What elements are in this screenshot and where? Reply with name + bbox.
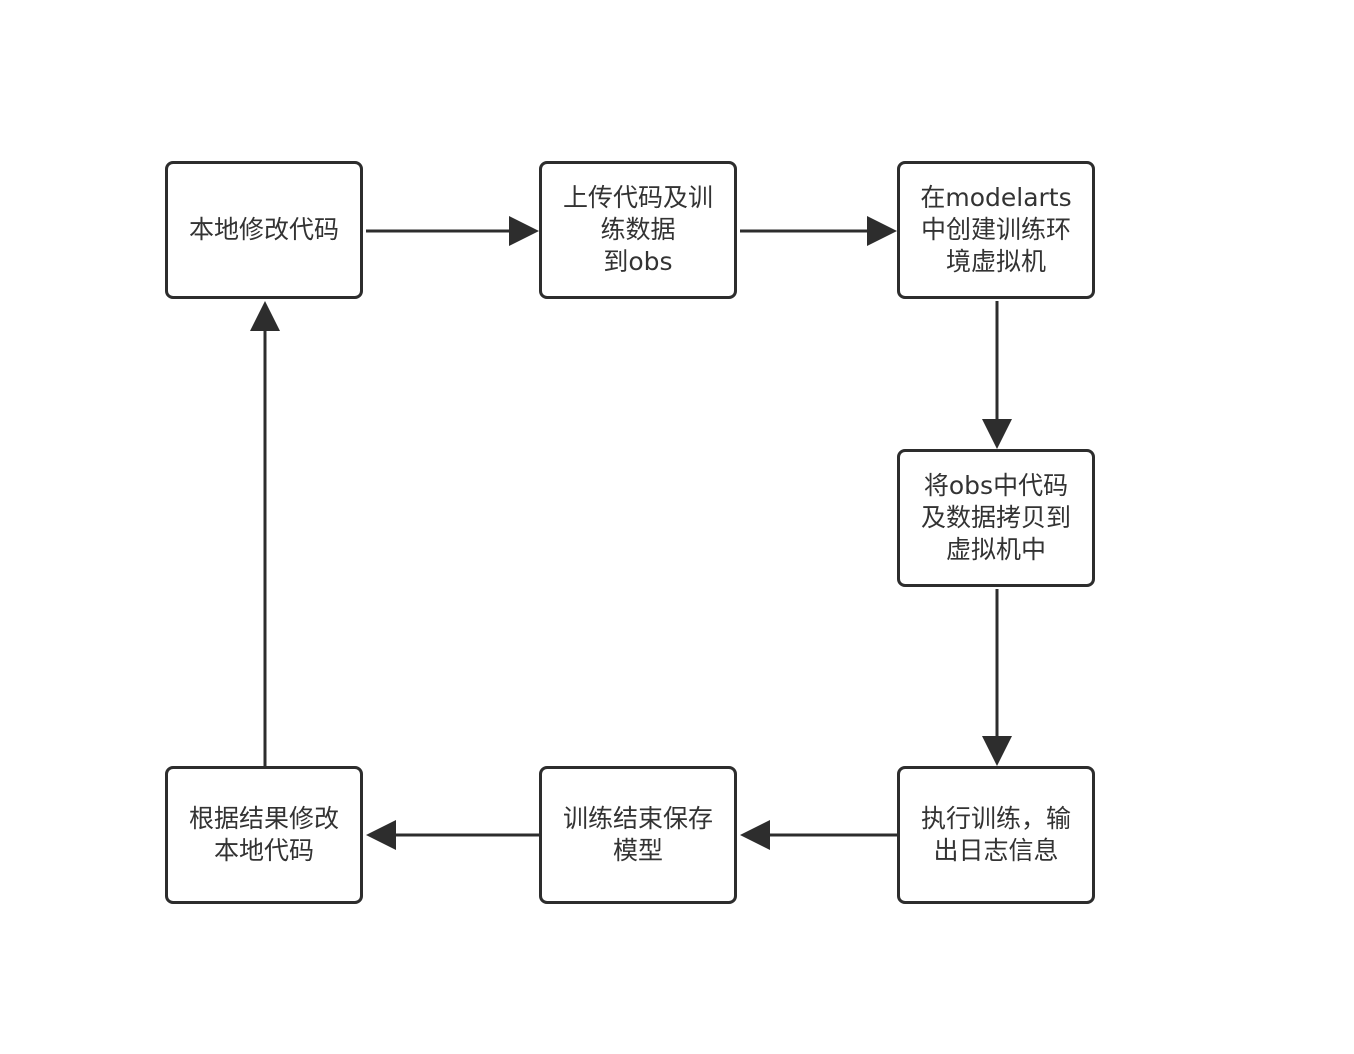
node-label: 训练结束保存 模型	[562, 804, 713, 865]
node-local-edit-code: 本地修改代码	[165, 161, 363, 299]
node-label: 将obs中代码 及数据拷贝到 虚拟机中	[920, 471, 1071, 564]
node-label: 执行训练，输 出日志信息	[920, 804, 1071, 865]
node-label: 上传代码及训 练数据 到obs	[562, 183, 713, 276]
node-save-model: 训练结束保存 模型	[539, 766, 737, 904]
node-label: 本地修改代码	[188, 215, 339, 244]
node-copy-to-vm: 将obs中代码 及数据拷贝到 虚拟机中	[897, 449, 1095, 587]
node-run-training: 执行训练，输 出日志信息	[897, 766, 1095, 904]
node-modify-from-results: 根据结果修改 本地代码	[165, 766, 363, 904]
node-label: 在modelarts 中创建训练环 境虚拟机	[920, 183, 1072, 276]
node-upload-code-and-data: 上传代码及训 练数据 到obs	[539, 161, 737, 299]
node-label: 根据结果修改 本地代码	[188, 804, 339, 865]
node-create-training-vm: 在modelarts 中创建训练环 境虚拟机	[897, 161, 1095, 299]
